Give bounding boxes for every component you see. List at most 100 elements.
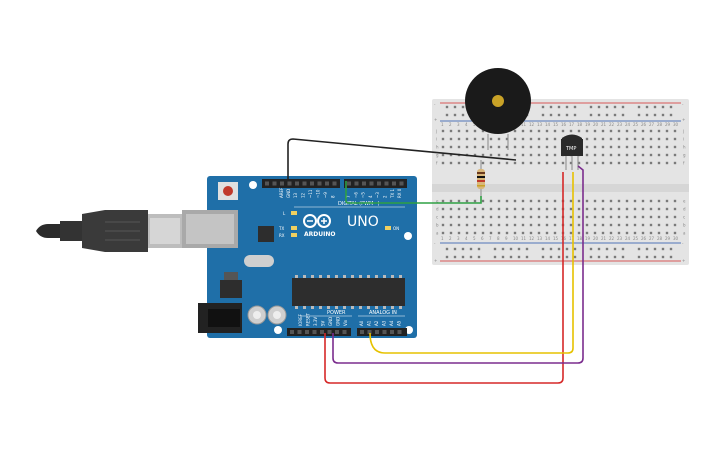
chip-pin — [319, 275, 322, 278]
pin-label: ~9 — [323, 192, 328, 198]
breadboard-hole — [457, 207, 461, 211]
rail-hole — [573, 255, 577, 259]
breadboard-hole — [537, 161, 541, 165]
breadboard-hole — [465, 161, 469, 165]
breadboard-hole — [521, 231, 525, 235]
pin-label: ~6 — [353, 192, 358, 198]
breadboard-hole — [545, 199, 549, 203]
breadboard-hole — [553, 207, 557, 211]
breadboard-hole — [641, 199, 645, 203]
rail-hole — [589, 113, 593, 117]
breadboard-hole — [657, 215, 661, 219]
chip-pin — [383, 306, 386, 309]
chip-pin — [327, 306, 330, 309]
breadboard-hole — [473, 145, 477, 149]
resistor[interactable] — [477, 160, 485, 198]
breadboard-hole — [625, 231, 629, 235]
rail-hole — [597, 113, 601, 117]
breadboard-hole — [585, 137, 589, 141]
row-letter: g — [683, 153, 686, 158]
digital-header-right — [344, 179, 407, 188]
rail-hole — [605, 113, 609, 117]
wire-red-5v[interactable] — [324, 172, 564, 384]
header-hole — [397, 330, 402, 334]
breadboard-hole — [521, 129, 525, 133]
breadboard-hole — [585, 207, 589, 211]
rail-hole — [669, 247, 673, 251]
bottom-rail-plus-sign-right: + — [682, 258, 685, 263]
arduino-uno[interactable]: L TX RX ON ARDUINO UNO DIGITAL (PWM~) PO… — [182, 176, 417, 338]
breadboard-hole — [641, 223, 645, 227]
wire-yellow-a0[interactable] — [369, 172, 574, 354]
pin-label: IOREF — [298, 313, 303, 326]
rail-hole — [565, 113, 569, 117]
breadboard-hole — [489, 215, 493, 219]
analog-header — [357, 328, 407, 336]
chip-pin — [399, 306, 402, 309]
breadboard-hole — [545, 153, 549, 157]
chip-pin — [311, 275, 314, 278]
breadboard-hole — [569, 215, 573, 219]
column-number: 8 — [497, 236, 500, 241]
breadboard-hole — [465, 207, 469, 211]
breadboard-hole — [649, 129, 653, 133]
breadboard-hole — [441, 145, 445, 149]
breadboard-hole — [617, 223, 621, 227]
breadboard-hole — [665, 137, 669, 141]
pin-label: A1 — [367, 320, 372, 326]
rail-hole — [517, 255, 521, 259]
breadboard-hole — [641, 215, 645, 219]
breadboard-hole — [537, 215, 541, 219]
breadboard-hole — [497, 207, 501, 211]
column-number: 24 — [625, 236, 631, 241]
reset-button-cap[interactable] — [223, 186, 233, 196]
breadboard-hole — [449, 207, 453, 211]
breadboard-hole — [609, 145, 613, 149]
mount-hole-3 — [274, 326, 282, 334]
power-header-label: POWER — [327, 310, 346, 316]
breadboard-hole — [529, 137, 533, 141]
header-hole — [360, 330, 364, 334]
pin-label: 12 — [301, 192, 306, 198]
resistor-band-4 — [477, 185, 485, 187]
usb-cable[interactable] — [36, 210, 182, 252]
rail-hole — [445, 247, 449, 251]
breadboard-hole — [441, 137, 445, 141]
header-pin-holes — [265, 181, 404, 334]
breadboard-hole — [577, 223, 581, 227]
breadboard-hole — [505, 223, 509, 227]
piezo-buzzer[interactable] — [465, 68, 531, 150]
breadboard-hole — [617, 207, 621, 211]
breadboard-hole — [449, 129, 453, 133]
rail-hole — [621, 113, 625, 117]
breadboard-hole — [641, 153, 645, 157]
pin-label: 7 — [346, 195, 351, 198]
rail-hole — [597, 255, 601, 259]
breadboard-hole — [465, 199, 469, 203]
breadboard-hole — [601, 231, 605, 235]
wire-green-signal[interactable] — [345, 181, 482, 204]
column-number: 25 — [633, 122, 639, 127]
usb-metal-inner — [150, 218, 180, 244]
breadboard-hole — [505, 215, 509, 219]
breadboard-hole — [609, 137, 613, 141]
voltage-regulator — [220, 280, 242, 298]
header-hole — [335, 330, 339, 334]
header-hole — [287, 181, 292, 186]
temperature-sensor[interactable]: TMP — [561, 134, 583, 171]
rail-hole — [509, 247, 513, 251]
breadboard-hole — [481, 207, 485, 211]
row-letter: i — [436, 137, 437, 142]
rail-hole — [589, 247, 593, 251]
rail-hole — [565, 247, 569, 251]
wire-black-gnd[interactable] — [287, 138, 517, 180]
rail-hole — [461, 105, 465, 109]
breadboard-hole — [577, 199, 581, 203]
header-hole — [280, 181, 284, 186]
breadboard-hole — [521, 215, 525, 219]
wire-purple-gnd[interactable] — [332, 165, 584, 364]
column-number: 30 — [673, 236, 679, 241]
arduino-logo — [303, 214, 331, 228]
